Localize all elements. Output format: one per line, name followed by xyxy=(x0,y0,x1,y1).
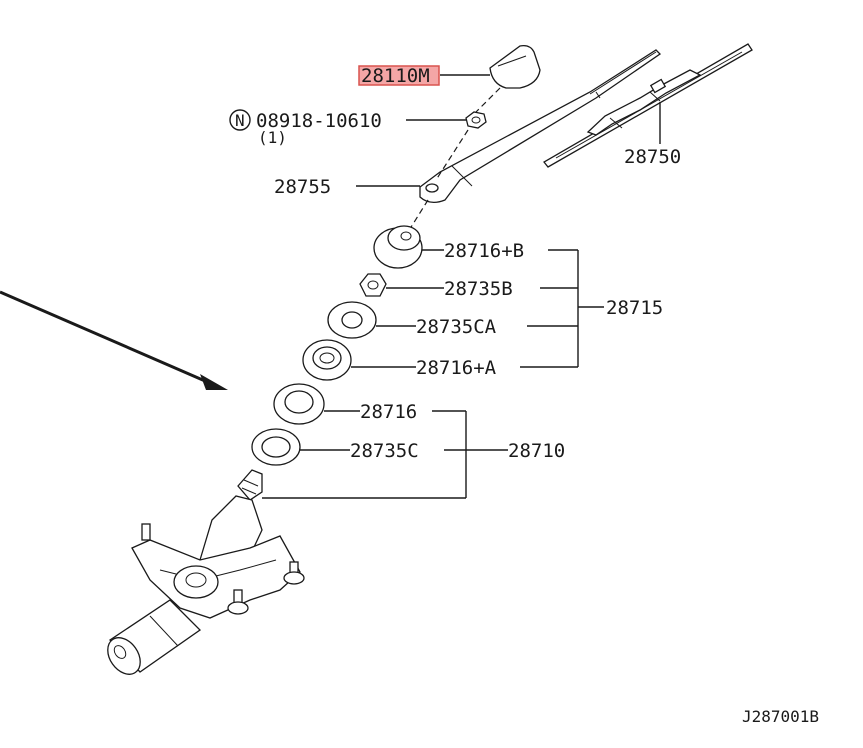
direction-arrow xyxy=(0,290,228,390)
label-seal: 28716 xyxy=(360,401,417,423)
label-arm: 28755 xyxy=(274,176,331,198)
label-washer-ca: 28735CA xyxy=(416,316,497,338)
highlight-box xyxy=(358,65,440,86)
label-nut-prefix: N xyxy=(235,111,245,130)
washer-ca xyxy=(327,301,377,339)
wiper-arm xyxy=(419,49,662,204)
washer-c xyxy=(251,428,301,466)
wiper-blade xyxy=(543,43,753,168)
wiper-motor-assembly xyxy=(107,469,305,675)
label-blade: 28750 xyxy=(624,146,681,168)
hex-nut xyxy=(465,111,487,129)
label-nut-qty: (1) xyxy=(258,128,287,147)
bushing-b xyxy=(359,273,387,297)
leader-lines xyxy=(262,74,661,499)
diagram-code: J287001B xyxy=(742,707,819,726)
arm-cap xyxy=(489,44,541,89)
label-washer-c: 28735C xyxy=(350,440,419,462)
nut-prefix-circle xyxy=(229,109,251,131)
label-nut: 08918-10610 xyxy=(256,110,382,132)
seal xyxy=(273,383,325,425)
label-cap: 28110M xyxy=(361,65,430,87)
label-seal-b: 28716+B xyxy=(444,240,524,262)
label-seal-a: 28716+A xyxy=(416,357,497,379)
label-kit-upper: 28715 xyxy=(606,297,663,319)
seal-b xyxy=(373,225,423,269)
centerline xyxy=(475,87,501,113)
label-kit-lower: 28710 xyxy=(508,440,565,462)
seal-a xyxy=(302,339,352,381)
label-bushing-b: 28735B xyxy=(444,278,513,300)
